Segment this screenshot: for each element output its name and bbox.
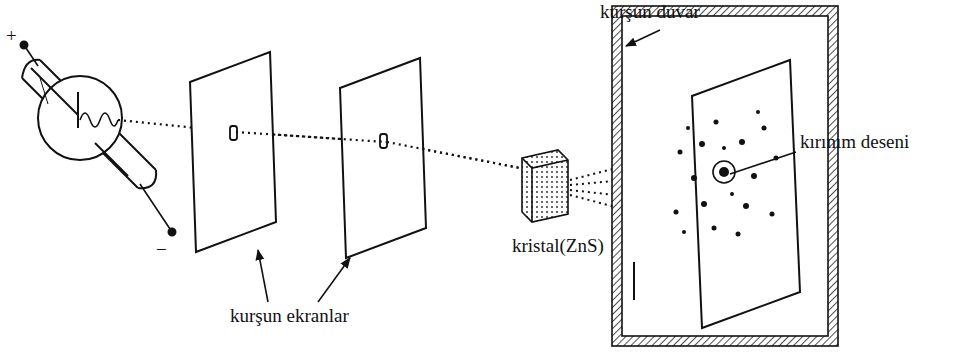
polarity-sign: + [6, 26, 17, 47]
xray-tube [21, 42, 176, 236]
part-name: kırınım deseni [800, 132, 909, 153]
part-name: kristal(ZnS) [512, 236, 604, 257]
lead-screens [190, 52, 426, 258]
lead-wall [612, 6, 838, 346]
diffraction-pattern [674, 110, 779, 237]
leader-lines [258, 30, 796, 302]
xray-beam [118, 120, 520, 168]
part-name: kurşun duvar [600, 2, 700, 23]
zns-crystal [522, 150, 568, 222]
part-name: kurşun ekranlar [230, 306, 349, 327]
polarity-sign: − [156, 240, 167, 261]
